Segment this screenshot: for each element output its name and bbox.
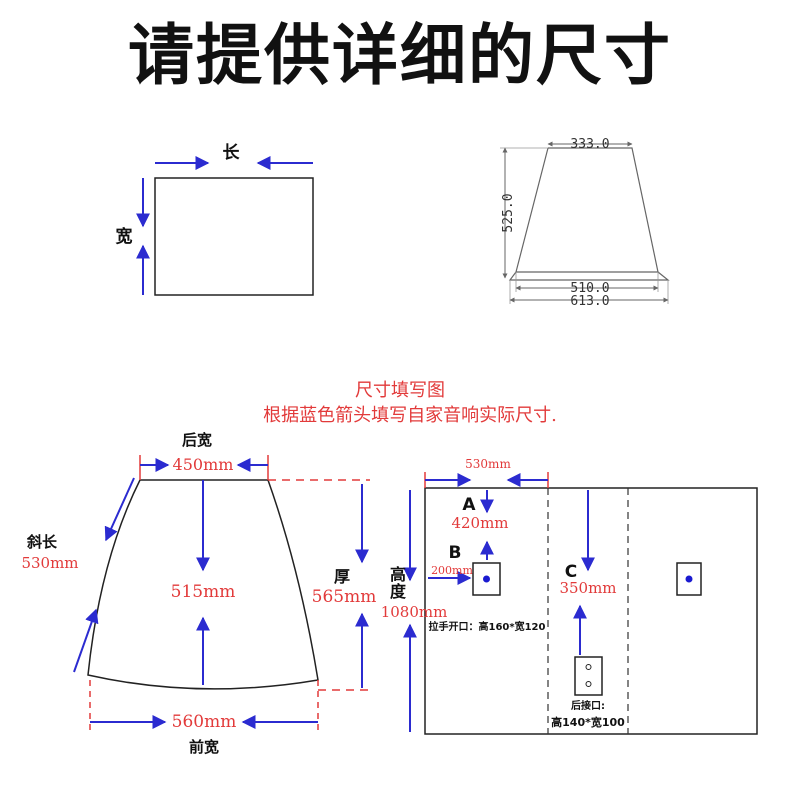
side-view-diagram: 后宽 450mm 斜长 530mm 515mm 厚 565mm 560mm 前宽 xyxy=(21,431,376,756)
marker-a-label: A xyxy=(462,495,476,515)
inner-depth-value: 515mm xyxy=(171,582,236,602)
marker-c-value: 350mm xyxy=(559,579,616,597)
top-dimension: 333.0 xyxy=(570,137,609,152)
rear-port-label: 后接口: xyxy=(571,699,605,712)
thickness-label: 厚 xyxy=(334,567,350,586)
rear-port-size: 高140*宽100 xyxy=(551,715,625,729)
length-label: 长 xyxy=(223,142,241,163)
front-width-value: 560mm xyxy=(172,712,237,732)
trapezoid-outline xyxy=(508,147,670,281)
simple-box-diagram: 长 宽 xyxy=(116,142,314,296)
rear-port-hole-bottom xyxy=(585,681,592,687)
marker-a-value: 420mm xyxy=(451,514,508,532)
width-label: 宽 xyxy=(116,226,133,247)
marker-b-value: 200mm xyxy=(431,564,473,577)
rear-port xyxy=(574,656,603,696)
front-view-diagram: 530mm 高 度 1080mm A 420mm B 200mm 拉手开口：高1… xyxy=(381,457,758,735)
handle-note: 拉手开口：高160*宽120 xyxy=(429,620,546,633)
marker-c-label: C xyxy=(565,562,577,582)
height-label-2: 度 xyxy=(390,582,407,601)
height-dimension: 525.0 xyxy=(501,193,516,232)
rear-port-hole-top xyxy=(585,664,592,670)
right-handle-dot xyxy=(685,575,693,583)
slant-label: 斜长 xyxy=(26,533,58,551)
height-value: 1080mm xyxy=(381,603,448,621)
handle-dot xyxy=(483,575,490,583)
front-width-value: 530mm xyxy=(465,457,511,471)
right-handle-opening xyxy=(676,562,702,596)
front-view-outline xyxy=(424,487,758,735)
instruction-text: 根据蓝色箭头填写自家音响实际尺寸. xyxy=(263,405,557,426)
marker-b-label: B xyxy=(449,543,462,563)
bottom-outer-dimension: 613.0 xyxy=(570,294,609,309)
box-outline xyxy=(154,177,314,296)
slant-value: 530mm xyxy=(21,554,78,572)
bottom-inner-dimension: 510.0 xyxy=(570,281,609,296)
instruction-title: 尺寸填写图 xyxy=(355,380,445,401)
back-width-value: 450mm xyxy=(173,455,234,474)
page-title: 请提供详细的尺寸 xyxy=(128,17,672,94)
trapezoid-sample-diagram: 333.0 525.0 510.0 613.0 xyxy=(500,137,670,309)
front-width-label: 前宽 xyxy=(189,738,219,756)
back-width-label: 后宽 xyxy=(182,431,212,449)
side-view-outline xyxy=(87,479,319,690)
thickness-value: 565mm xyxy=(312,587,377,607)
height-label-1: 高 xyxy=(390,565,406,584)
